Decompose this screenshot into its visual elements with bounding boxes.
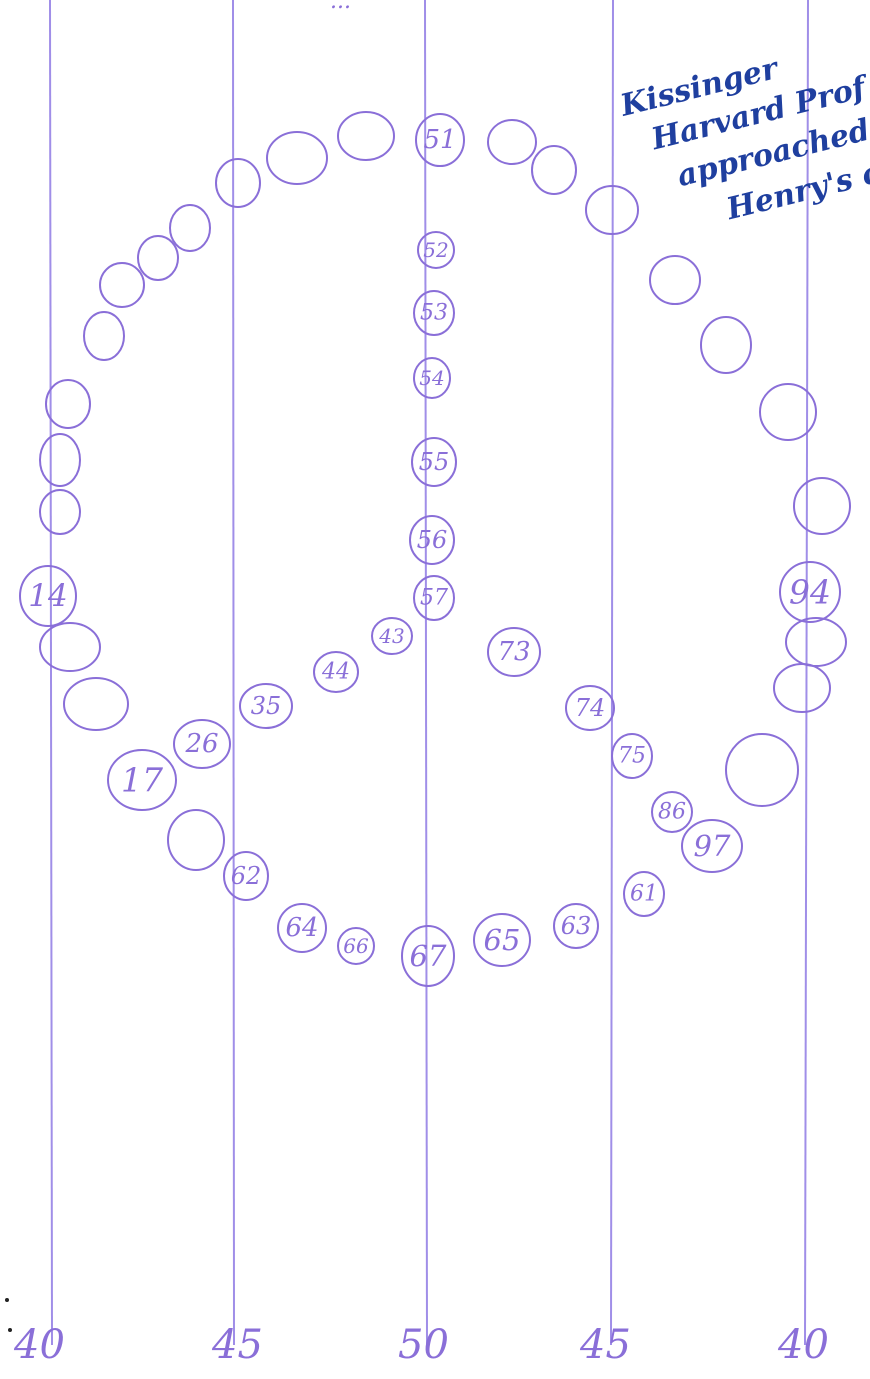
circle-number-label: 97 [694, 829, 731, 863]
circle-marker [46, 380, 90, 428]
labeled-circle-marker: 53 [414, 291, 454, 335]
circle-number-label: 64 [285, 913, 318, 943]
labeled-circle-marker: 54 [414, 358, 450, 398]
circle-number-label: 52 [423, 238, 448, 262]
pencil-dot [5, 1298, 9, 1302]
circle-number-label: 62 [231, 862, 262, 890]
labeled-circle-marker: 26 [174, 720, 230, 768]
circle-number-label: 94 [789, 573, 831, 612]
circle-marker [338, 112, 394, 160]
circle-number-label: 54 [419, 366, 444, 390]
labeled-circle-marker: 74 [566, 686, 614, 730]
labeled-circle-marker: 67 [402, 926, 454, 986]
circle-marker [726, 734, 798, 806]
circle-number-label: 63 [561, 912, 592, 940]
yard-label-40-right: 40 [777, 1322, 829, 1368]
labeled-circle-marker: 62 [224, 852, 268, 900]
pencil-dot [8, 1328, 12, 1332]
labeled-circle-marker: 86 [652, 792, 692, 832]
circle-marker [84, 312, 124, 360]
circle-number-label: 61 [630, 882, 658, 907]
circle-marker [650, 256, 700, 304]
circle-number-label: 26 [184, 729, 218, 759]
labeled-circle-marker: 35 [240, 684, 292, 728]
circle-number-label: 67 [410, 939, 447, 973]
yard-line-50 [425, 0, 427, 1345]
circle-number-label: 43 [378, 624, 404, 648]
labeled-circle-marker: 55 [412, 438, 456, 486]
circle-number-label: 74 [575, 694, 606, 722]
labeled-circle-marker: 56 [410, 516, 454, 564]
labeled-circle-marker: 44 [314, 652, 358, 692]
circle-number-label: 73 [497, 637, 530, 667]
labeled-circle-marker: 63 [554, 904, 598, 948]
labeled-circle-marker: 73 [488, 628, 540, 676]
yard-label-45-right: 45 [579, 1322, 631, 1368]
labeled-circle-marker: 64 [278, 904, 326, 952]
labeled-circle-marker: 94 [780, 562, 840, 622]
circle-number-label: 17 [121, 761, 163, 800]
circle-marker [267, 132, 327, 184]
stray-pencil-marks [5, 1298, 12, 1332]
yard-line-40-left [50, 0, 52, 1345]
labeled-circle-marker: 14 [20, 566, 76, 626]
circle-number-label: 65 [484, 923, 521, 957]
circle-number-label: 57 [420, 586, 448, 611]
circle-marker [774, 664, 830, 712]
labeled-circle-marker: 97 [682, 820, 742, 872]
labeled-circle-marker: 66 [338, 928, 374, 964]
labeled-circle-marker: 75 [612, 734, 652, 778]
yard-line-45-left [233, 0, 234, 1345]
circle-marker [532, 146, 576, 194]
yard-lines [50, 0, 808, 1345]
circle-marker [64, 678, 128, 730]
labeled-circle-marker: 65 [474, 914, 530, 966]
yard-label-50: 50 [398, 1322, 449, 1368]
circle-number-label: 35 [251, 692, 282, 720]
circle-number-label: 75 [618, 744, 646, 769]
circle-marker [40, 490, 80, 534]
yard-label-45-left: 45 [211, 1322, 263, 1368]
circle-number-label: 66 [343, 934, 369, 958]
circle-marker [488, 120, 536, 164]
labeled-circle-marker: 17 [108, 750, 176, 810]
circle-number-label: 56 [417, 526, 448, 554]
circle-number-label: 86 [658, 800, 686, 825]
labeled-circle-marker: 57 [414, 576, 454, 620]
yard-line-labels: 40 45 50 45 40 [13, 1322, 829, 1368]
handwritten-note: Kissinger Harvard Prof approached Henry'… [616, 18, 870, 246]
circle-number-label: 51 [423, 125, 456, 155]
labeled-circle-marker: 51 [416, 114, 464, 166]
labeled-circle-marker: 43 [372, 618, 412, 654]
circle-marker [794, 478, 850, 534]
circle-marker [216, 159, 260, 207]
circle-marker [138, 236, 178, 280]
circle-marker [170, 205, 210, 251]
circle-marker [40, 623, 100, 671]
circle-number-label: 55 [419, 448, 450, 476]
circle-marker [701, 317, 751, 373]
yard-line-45-right [611, 0, 613, 1345]
circle-marker [40, 434, 80, 486]
circle-number-label: 53 [420, 301, 448, 326]
labeled-circle-marker: 61 [624, 872, 664, 916]
circle-number-label: 14 [28, 578, 67, 614]
circle-marker [100, 263, 144, 307]
yard-label-40-left: 40 [13, 1322, 65, 1368]
circle-number-label: 44 [321, 660, 350, 685]
labeled-circle-marker: 52 [418, 232, 454, 268]
circle-marker [786, 618, 846, 666]
circle-marker [168, 810, 224, 870]
top-label: ... [330, 0, 351, 14]
